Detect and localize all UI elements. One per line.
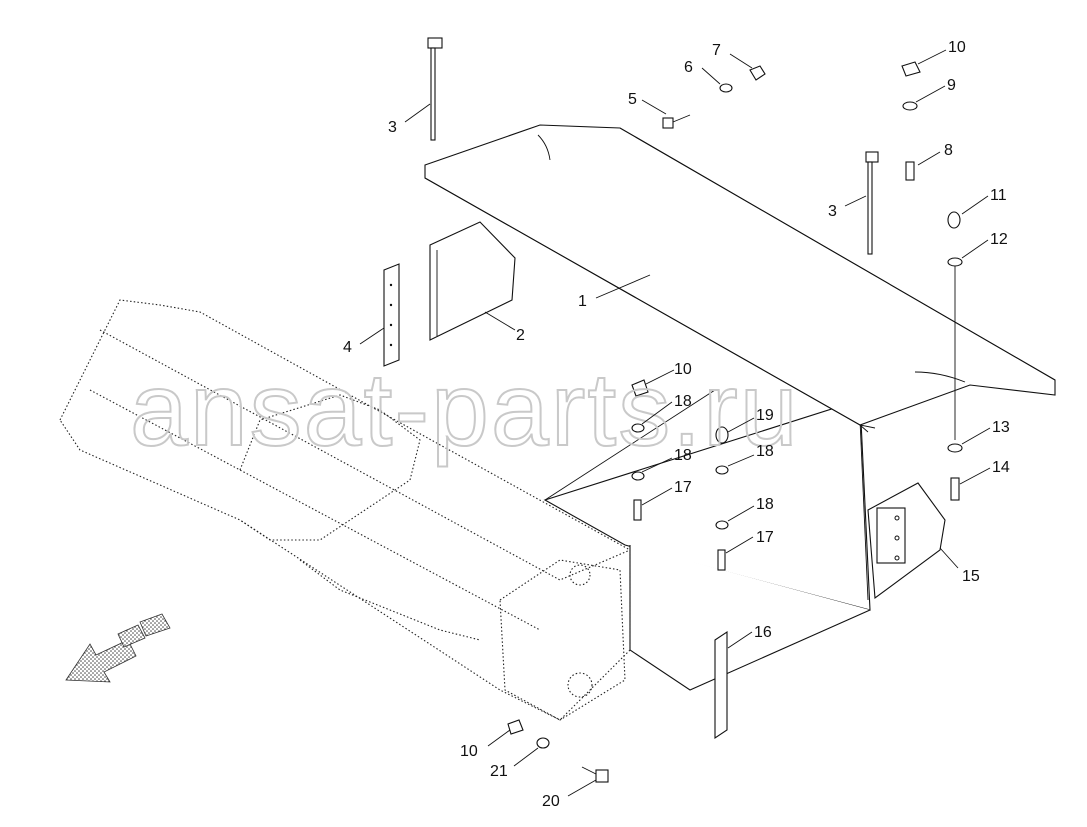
callout-7: 7 bbox=[712, 42, 721, 59]
watermark-text: ansat-parts.ru bbox=[130, 352, 800, 468]
callout-9: 9 bbox=[947, 77, 956, 94]
callout-20: 20 bbox=[542, 793, 560, 810]
top-cover-part-1 bbox=[424, 124, 1056, 433]
callout-18-a: 18 bbox=[674, 393, 692, 410]
callout-15: 15 bbox=[962, 568, 980, 585]
callout-leaders bbox=[359, 49, 991, 797]
machine-frame-dotted bbox=[59, 299, 631, 721]
callout-17-right: 17 bbox=[756, 529, 774, 546]
callout-3-left: 3 bbox=[388, 119, 397, 136]
callout-1: 1 bbox=[578, 293, 587, 310]
callout-labels: 1 2 3 3 4 5 6 7 8 9 10 10 10 11 12 13 14… bbox=[343, 39, 1010, 810]
callout-3-right: 3 bbox=[828, 203, 837, 220]
callout-18-c: 18 bbox=[756, 443, 774, 460]
plate-part-15 bbox=[867, 482, 946, 600]
callout-10-bottom: 10 bbox=[460, 743, 478, 760]
callout-10-mid: 10 bbox=[674, 361, 692, 378]
callout-18-b: 18 bbox=[674, 447, 692, 464]
callout-16: 16 bbox=[754, 624, 772, 641]
rod-part-3-right bbox=[865, 151, 879, 255]
callout-13: 13 bbox=[992, 419, 1010, 436]
fasteners bbox=[507, 61, 963, 783]
side-plate-part-2 bbox=[429, 221, 516, 341]
callout-18-d: 18 bbox=[756, 496, 774, 513]
callout-2: 2 bbox=[516, 327, 525, 344]
callout-19: 19 bbox=[756, 407, 774, 424]
callout-10-top: 10 bbox=[948, 39, 966, 56]
callout-4: 4 bbox=[343, 339, 352, 356]
callout-11: 11 bbox=[990, 187, 1007, 204]
callout-14: 14 bbox=[992, 459, 1010, 476]
rod-part-3-left bbox=[427, 37, 443, 141]
callout-8: 8 bbox=[944, 142, 953, 159]
strip-part-16 bbox=[714, 630, 728, 740]
callout-6: 6 bbox=[684, 59, 693, 76]
callout-21: 21 bbox=[490, 763, 508, 780]
callout-12: 12 bbox=[990, 231, 1008, 248]
callout-17-left: 17 bbox=[674, 479, 692, 496]
travel-direction-arrow bbox=[65, 613, 171, 683]
callout-5: 5 bbox=[628, 91, 637, 108]
strip-part-4 bbox=[383, 263, 400, 367]
housing-body bbox=[543, 389, 871, 691]
